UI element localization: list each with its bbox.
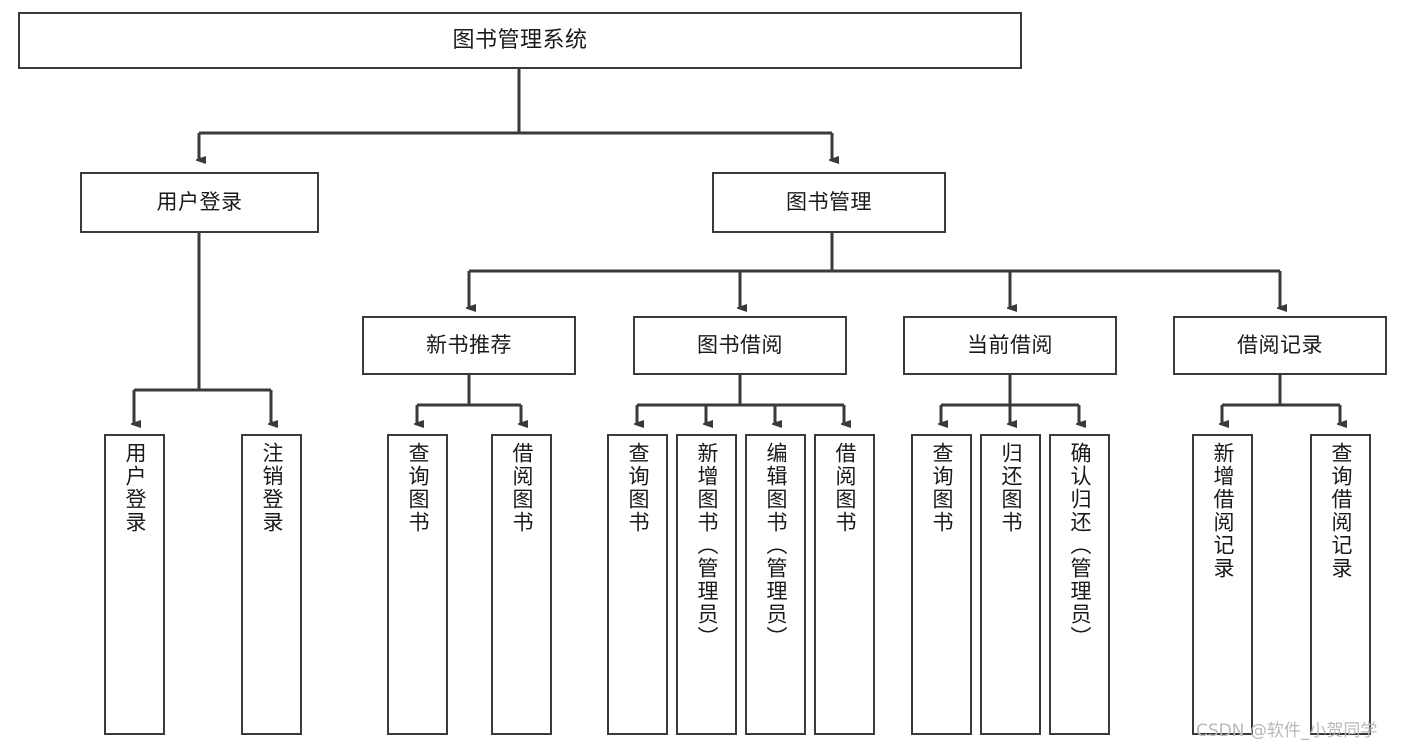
leaf-borrow-book-new[interactable]: 借阅图书 (491, 434, 552, 735)
leaf-query-borrow-record-label: 查询借阅记录 (1328, 442, 1353, 580)
leaf-user-login[interactable]: 用户登录 (104, 434, 165, 735)
node-borrow-record[interactable]: 借阅记录 (1173, 316, 1387, 375)
leaf-add-borrow-record-label: 新增借阅记录 (1210, 442, 1235, 580)
leaf-return-book[interactable]: 归还图书 (980, 434, 1041, 735)
leaf-add-borrow-record[interactable]: 新增借阅记录 (1192, 434, 1253, 735)
leaf-query-book-borrow-label: 查询图书 (625, 442, 650, 534)
node-root[interactable]: 图书管理系统 (18, 12, 1022, 69)
leaf-query-book-new-label: 查询图书 (405, 442, 430, 534)
leaf-borrow-book[interactable]: 借阅图书 (814, 434, 875, 735)
leaf-return-book-label: 归还图书 (998, 442, 1023, 534)
leaf-confirm-return-admin[interactable]: 确认归还（管理员） (1049, 434, 1110, 735)
leaf-edit-book-admin[interactable]: 编辑图书（管理员） (745, 434, 806, 735)
leaf-query-book-borrow[interactable]: 查询图书 (607, 434, 668, 735)
leaf-query-book-current[interactable]: 查询图书 (911, 434, 972, 735)
node-user-login-label: 用户登录 (156, 190, 243, 215)
node-book-borrow-label: 图书借阅 (697, 333, 783, 358)
csdn-watermark: CSDN @软件_小贺同学 (1196, 721, 1378, 741)
node-book-management[interactable]: 图书管理 (712, 172, 946, 233)
node-book-borrow[interactable]: 图书借阅 (633, 316, 847, 375)
node-user-login[interactable]: 用户登录 (80, 172, 319, 233)
leaf-logout-label: 注销登录 (259, 442, 284, 534)
node-book-management-label: 图书管理 (786, 190, 872, 215)
leaf-borrow-book-label: 借阅图书 (832, 442, 857, 534)
node-new-book-recommend-label: 新书推荐 (426, 333, 512, 358)
leaf-query-borrow-record[interactable]: 查询借阅记录 (1310, 434, 1371, 735)
leaf-query-book-current-label: 查询图书 (929, 442, 954, 534)
leaf-query-book-new[interactable]: 查询图书 (387, 434, 448, 735)
leaf-user-login-label: 用户登录 (122, 442, 147, 534)
leaf-confirm-return-admin-label: 确认归还（管理员） (1067, 442, 1092, 649)
node-new-book-recommend[interactable]: 新书推荐 (362, 316, 576, 375)
leaf-borrow-book-new-label: 借阅图书 (509, 442, 534, 534)
leaf-add-book-admin[interactable]: 新增图书（管理员） (676, 434, 737, 735)
leaf-logout[interactable]: 注销登录 (241, 434, 302, 735)
node-current-borrow[interactable]: 当前借阅 (903, 316, 1117, 375)
leaf-edit-book-admin-label: 编辑图书（管理员） (763, 442, 788, 649)
node-borrow-record-label: 借阅记录 (1237, 333, 1323, 358)
node-root-label: 图书管理系统 (452, 27, 588, 53)
leaf-add-book-admin-label: 新增图书（管理员） (694, 442, 719, 649)
node-current-borrow-label: 当前借阅 (967, 333, 1053, 358)
